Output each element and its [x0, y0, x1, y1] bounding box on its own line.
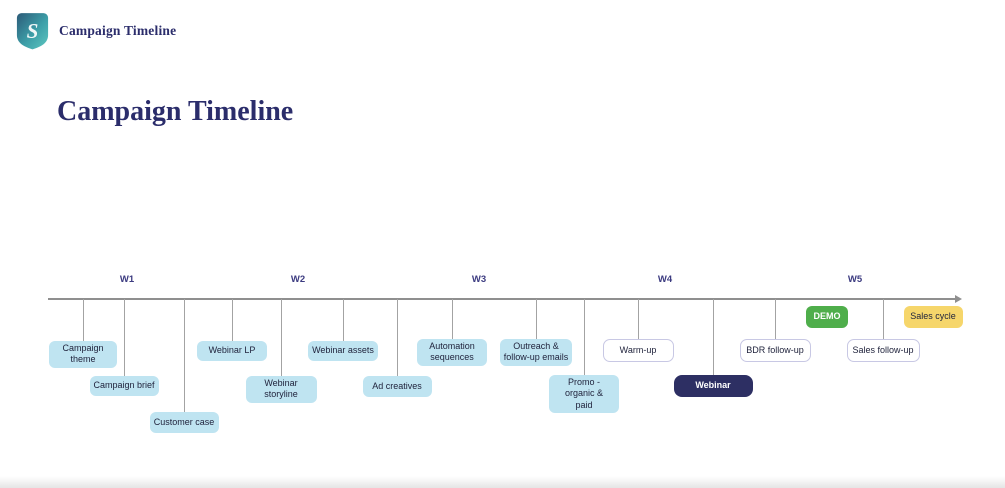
- logo-letter: S: [27, 19, 39, 43]
- timeline-item-campaign-brief: Campaign brief: [89, 376, 159, 396]
- connector-webinar-lp: [232, 299, 233, 341]
- week-label-w2: W2: [290, 274, 306, 285]
- connector-bdr-follow-up: [775, 299, 776, 339]
- connector-campaign-theme: [83, 299, 84, 341]
- timeline-item-sales-follow-up: Sales follow-up: [846, 339, 920, 362]
- connector-automation-sequences: [452, 299, 453, 339]
- connector-promo-organic-paid: [584, 299, 585, 375]
- connector-webinar-storyline: [281, 299, 282, 376]
- week-label-w5: W5: [847, 274, 863, 285]
- axis-arrow-right-icon: [955, 294, 962, 303]
- timeline-item-ad-creatives: Ad creatives: [362, 376, 432, 397]
- timeline-axis: [48, 298, 956, 300]
- app-title: Campaign Timeline: [59, 23, 177, 38]
- connector-ad-creatives: [397, 299, 398, 376]
- connector-sales-follow-up: [883, 299, 884, 339]
- timeline-item-webinar: Webinar: [673, 375, 753, 397]
- timeline-item-sales-cycle: Sales cycle: [903, 306, 963, 328]
- timeline-item-bdr-follow-up: BDR follow-up: [739, 339, 811, 362]
- page-title: Campaign Timeline: [57, 96, 294, 127]
- connector-webinar-assets: [343, 299, 344, 341]
- week-label-w3: W3: [471, 274, 487, 285]
- timeline-item-webinar-lp: Webinar LP: [197, 341, 267, 361]
- timeline-item-outreach-follow-up-emails: Outreach & follow-up emails: [500, 339, 572, 366]
- timeline-item-demo: DEMO: [806, 306, 848, 328]
- timeline-item-automation-sequences: Automation sequences: [417, 339, 487, 366]
- timeline-item-customer-case: Customer case: [149, 412, 219, 433]
- app-header: S Campaign Timeline: [16, 12, 176, 50]
- logo-shield-icon[interactable]: S: [16, 12, 49, 50]
- connector-campaign-brief: [124, 299, 125, 376]
- connector-warm-up: [638, 299, 639, 339]
- connector-outreach-follow-up-emails: [536, 299, 537, 339]
- week-label-w1: W1: [119, 274, 135, 285]
- bottom-page-shadow: [0, 476, 1005, 488]
- timeline-item-campaign-theme: Campaign theme: [49, 341, 117, 368]
- timeline-item-webinar-storyline: Webinar storyline: [245, 376, 317, 403]
- connector-webinar: [713, 299, 714, 375]
- timeline-item-promo-organic-paid: Promo - organic & paid: [549, 375, 619, 413]
- timeline-item-webinar-assets: Webinar assets: [308, 341, 378, 361]
- week-label-w4: W4: [657, 274, 673, 285]
- connector-customer-case: [184, 299, 185, 412]
- timeline-item-warm-up: Warm-up: [602, 339, 674, 362]
